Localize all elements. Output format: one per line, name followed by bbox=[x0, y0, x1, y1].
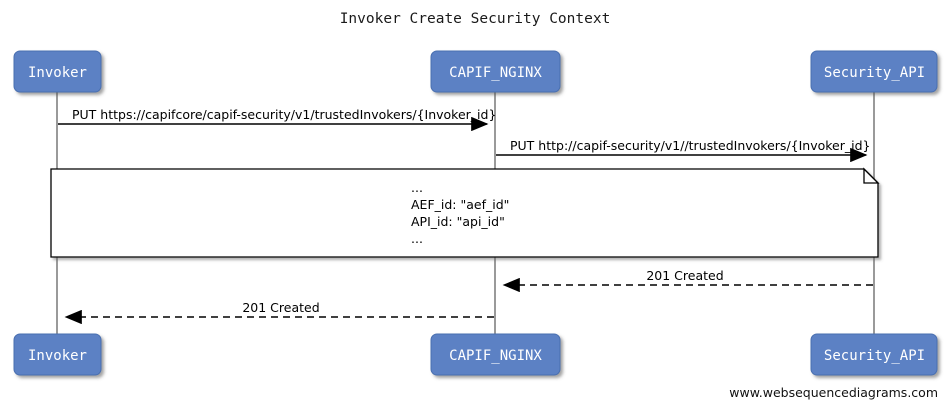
message-2-label: PUT http://capif-security/v1//trustedInv… bbox=[510, 138, 871, 153]
note-body bbox=[50, 168, 879, 258]
participant-footer-capif-nginx[interactable]: CAPIF_NGINX bbox=[430, 333, 561, 376]
participant-label-capif-nginx-bottom: CAPIF_NGINX bbox=[449, 348, 542, 364]
participant-header-security-api[interactable]: Security_API bbox=[810, 50, 938, 93]
participant-box-security-api-bottom[interactable] bbox=[810, 333, 938, 376]
participant-label-capif-nginx: CAPIF_NGINX bbox=[449, 65, 542, 81]
participant-label-security-api-bottom: Security_API bbox=[824, 348, 925, 364]
watermark-label: www.websequencediagrams.com bbox=[729, 385, 938, 400]
participant-label-invoker: Invoker bbox=[28, 65, 87, 81]
participant-label-invoker-bottom: Invoker bbox=[28, 348, 87, 364]
participant-header-invoker[interactable]: Invoker bbox=[13, 50, 102, 93]
note-line-1: ... bbox=[411, 180, 423, 195]
participant-footer-security-api[interactable]: Security_API bbox=[810, 333, 938, 376]
note-line-3: API_id: "api_id" bbox=[411, 214, 505, 229]
message-1[interactable]: PUT https://capifcore/capif-security/v1/… bbox=[58, 107, 496, 132]
participant-footer-invoker[interactable]: Invoker bbox=[13, 333, 102, 376]
note-line-2: AEF_id: "aef_id" bbox=[411, 197, 509, 212]
participant-header-capif-nginx[interactable]: CAPIF_NGINX bbox=[430, 50, 561, 93]
participant-box-invoker[interactable] bbox=[13, 50, 102, 93]
page-title: Invoker Create Security Context bbox=[340, 11, 611, 27]
message-3-label: 201 Created bbox=[646, 268, 723, 283]
message-2[interactable]: PUT http://capif-security/v1//trustedInv… bbox=[496, 138, 871, 163]
participant-box-capif-nginx[interactable] bbox=[430, 50, 561, 93]
message-3[interactable]: 201 Created bbox=[502, 268, 873, 293]
note-fold-corner bbox=[863, 167, 880, 184]
participant-box-security-api[interactable] bbox=[810, 50, 938, 93]
message-4-label: 201 Created bbox=[242, 300, 319, 315]
participant-label-security-api: Security_API bbox=[824, 65, 925, 81]
participant-box-capif-nginx-bottom[interactable] bbox=[430, 333, 561, 376]
message-4[interactable]: 201 Created bbox=[64, 300, 494, 325]
note-line-4: ... bbox=[411, 231, 423, 246]
message-1-label: PUT https://capifcore/capif-security/v1/… bbox=[72, 107, 496, 122]
note-box: ... AEF_id: "aef_id" API_id: "api_id" ..… bbox=[50, 167, 880, 258]
participant-box-invoker-bottom[interactable] bbox=[13, 333, 102, 376]
